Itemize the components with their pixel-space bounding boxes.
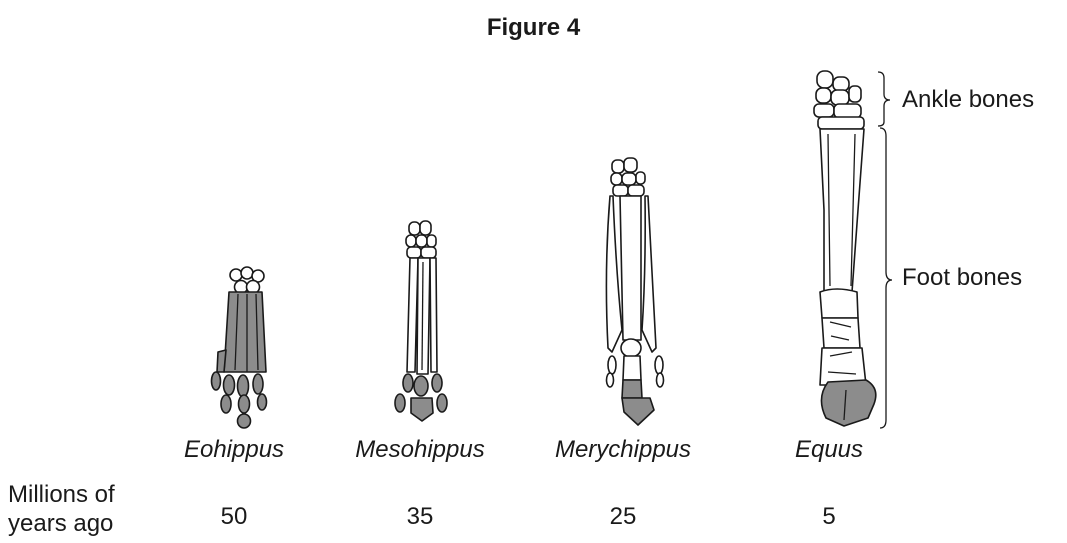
merychippus-ankle-bones [611,158,645,196]
foot-bones-label: Foot bones [902,264,1022,292]
mesohippus-foot [395,221,447,421]
time-row-label: Millions of years ago [8,480,115,538]
years-ago-eohippus: 50 [221,503,248,531]
genus-label-merychippus: Merychippus [555,436,691,464]
years-ago-merychippus: 25 [610,503,637,531]
genus-label-mesohippus: Mesohippus [355,436,484,464]
genus-label-eohippus: Eohippus [184,436,284,464]
mesohippus-ankle-bones [406,221,436,258]
mesohippus-foot-bones [395,258,447,421]
equus-foot [814,71,876,426]
equus-ankle-bones [814,71,864,129]
merychippus-foot [606,158,663,425]
foot-bones-bracket [880,128,892,428]
eohippus-foot [212,267,267,428]
merychippus-foot-bones [606,196,663,425]
time-row-label-text: Millions of years ago [8,481,115,537]
years-ago-mesohippus: 35 [407,503,434,531]
genus-label-equus: Equus [795,436,863,464]
years-ago-equus: 5 [822,503,835,531]
ankle-bones-bracket [878,72,890,126]
ankle-bones-label: Ankle bones [902,86,1034,114]
eohippus-foot-bones [212,292,267,428]
equus-foot-bones [820,129,876,426]
eohippus-ankle-bones [230,267,264,294]
